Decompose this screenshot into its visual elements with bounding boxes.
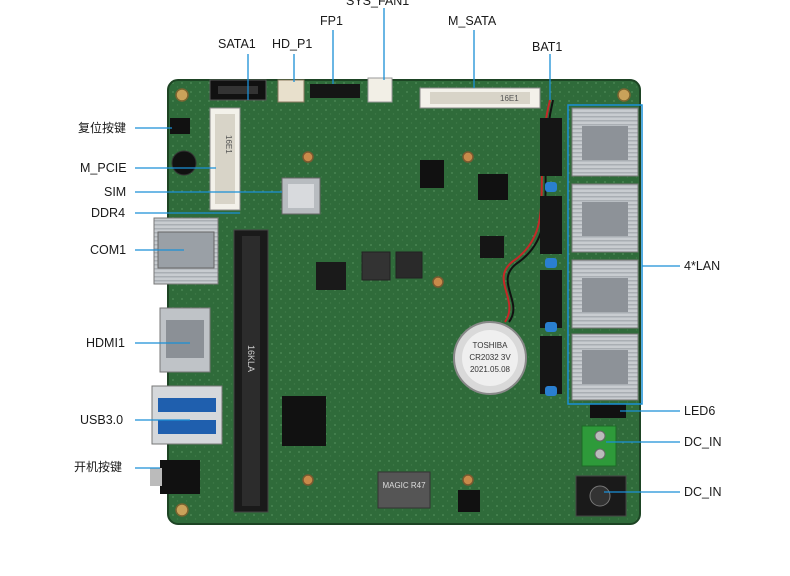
battery-line2: CR2032 3V	[469, 353, 511, 362]
label-m-sata: M_SATA	[448, 14, 497, 28]
label-led6: LED6	[684, 404, 716, 418]
label-dc-in-1: DC_IN	[684, 435, 722, 449]
battery-line3: 2021.05.08	[470, 365, 511, 374]
label-sata1: SATA1	[218, 37, 256, 51]
label-lan: 4*LAN	[684, 259, 721, 273]
label-sim: SIM	[104, 185, 127, 199]
inductor-print: MAGIC R47	[382, 481, 426, 490]
slot-code-left: 16E1	[224, 135, 233, 154]
label-usb3: USB3.0	[80, 413, 124, 427]
battery-line1: TOSHIBA	[473, 341, 509, 350]
label-hd-p1: HD_P1	[272, 37, 313, 51]
slot-code-top: 16E1	[500, 94, 519, 103]
label-hdmi1: HDMI1	[86, 336, 125, 350]
label-fp1: FP1	[320, 14, 343, 28]
pcb-board: 16E1 16E1 16KLA MAGIC	[150, 77, 641, 525]
label-com1: COM1	[90, 243, 127, 257]
label-bat1: BAT1	[532, 40, 563, 54]
label-ddr4: DDR4	[91, 206, 126, 220]
label-m-pcie: M_PCIE	[80, 161, 127, 175]
label-sys-fan: SYS_FAN1	[346, 0, 410, 8]
callout-lines	[135, 8, 680, 493]
slot-code-ddr: 16KLA	[246, 345, 256, 372]
label-dc-in-2: DC_IN	[684, 485, 722, 499]
lan-highlight-box	[567, 104, 643, 405]
label-reset-button: 复位按键	[78, 121, 127, 135]
label-power-button: 开机按键	[74, 460, 123, 474]
